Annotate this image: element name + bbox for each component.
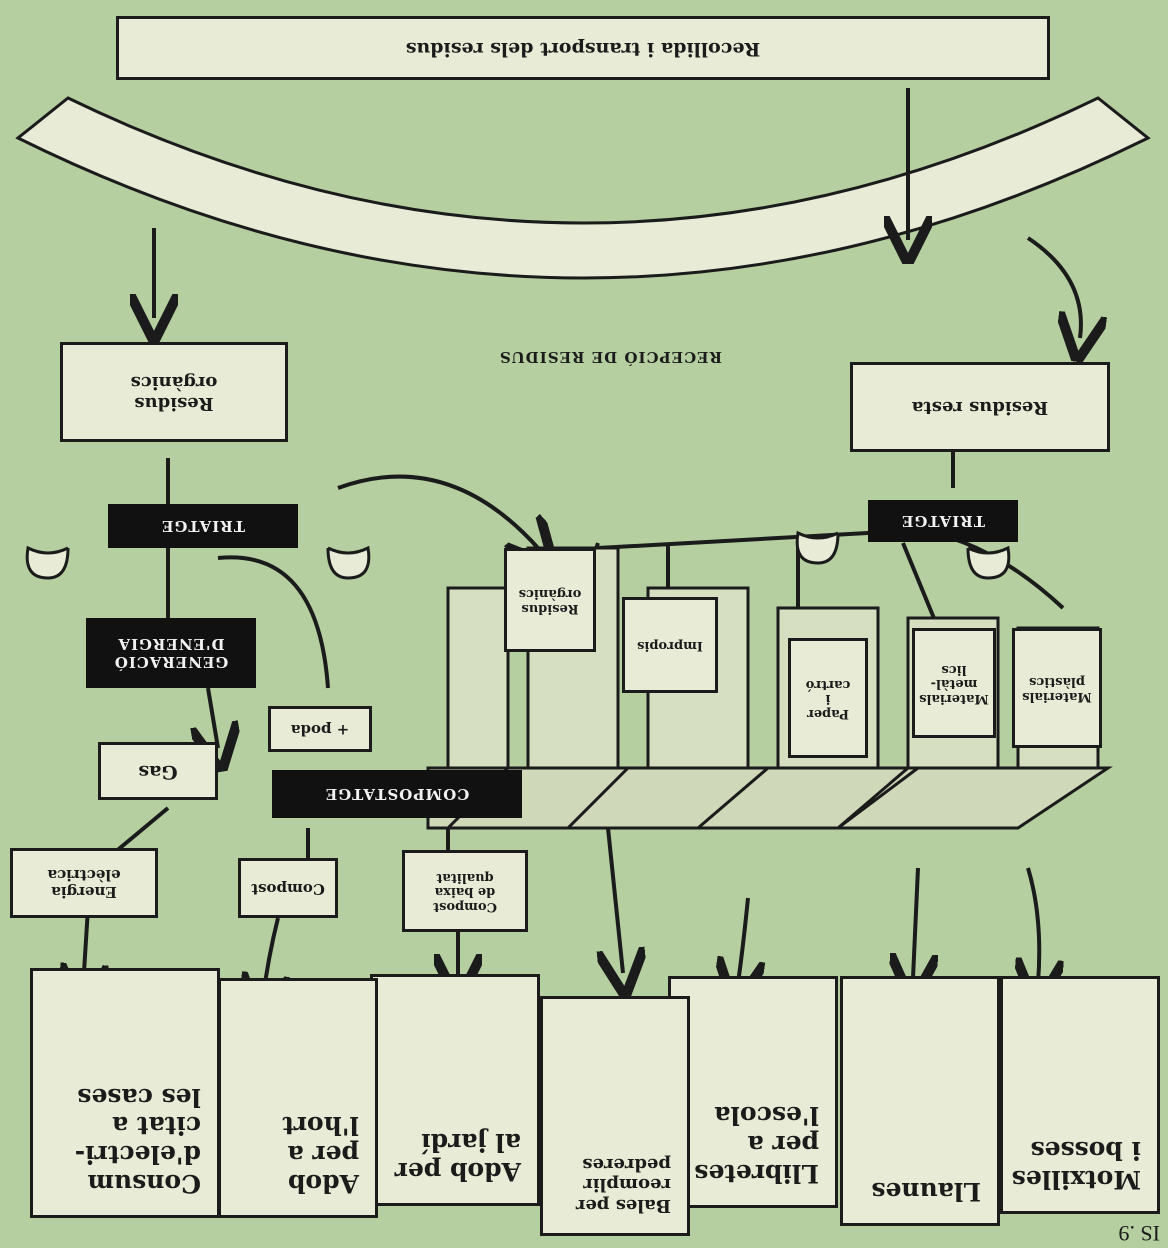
output-orchard-fertilizer: Adob per a l'hort bbox=[218, 978, 378, 1218]
output-electricity-consumption: Consum d'electri- citat a les cases bbox=[30, 968, 220, 1218]
compost-box: Compost bbox=[238, 858, 338, 918]
output-cans: Llaunes bbox=[840, 976, 1000, 1226]
rest-waste-box: Residus resta bbox=[850, 362, 1110, 452]
composting-band: COMPOSTATGE bbox=[272, 770, 522, 818]
arrow-triage-to-bins bbox=[337, 474, 538, 548]
sorting-band-rest: TRIATGE bbox=[868, 500, 1018, 542]
collection-header: Recollida i transport dels residus bbox=[116, 16, 1050, 80]
bin-metals: Materials metàl- lics bbox=[912, 628, 996, 738]
hand-icons bbox=[25, 530, 1011, 580]
output-backpacks: Motxilles i bosses bbox=[1000, 976, 1160, 1214]
output-notebooks: Llibretes per a l'escola bbox=[668, 976, 838, 1208]
bin-improper: Impropis bbox=[622, 597, 718, 693]
bin-plastics: Materials plàstics bbox=[1012, 628, 1102, 748]
electric-energy-box: Energia elèctrica bbox=[10, 848, 158, 918]
organic-waste-box: Residus orgànics bbox=[60, 342, 288, 442]
sorting-band-organic: TRIATGE bbox=[108, 504, 298, 548]
arrow-to-rest bbox=[1026, 236, 1081, 338]
reception-label: RECEPCIÓ DE RESIDUS bbox=[498, 348, 722, 366]
low-quality-compost-box: Compost de baixa qualitat bbox=[402, 850, 528, 932]
energy-generation-band: GENERACIÓ D'ENERGIA bbox=[86, 618, 256, 688]
bin-flaps bbox=[426, 766, 1113, 830]
reception-arc bbox=[15, 96, 1151, 280]
bin-organic: Residus orgànics bbox=[504, 548, 596, 652]
output-garden-fertilizer: Adob per al jardí bbox=[370, 974, 540, 1206]
bin-paper: Paper i cartró bbox=[788, 638, 868, 758]
gas-box: Gas bbox=[98, 742, 218, 800]
figure-reference: IS .9 bbox=[1118, 1221, 1160, 1246]
output-bales: Bales per reomplir pedreres bbox=[540, 996, 690, 1236]
pruning-box: + poda bbox=[268, 706, 372, 752]
